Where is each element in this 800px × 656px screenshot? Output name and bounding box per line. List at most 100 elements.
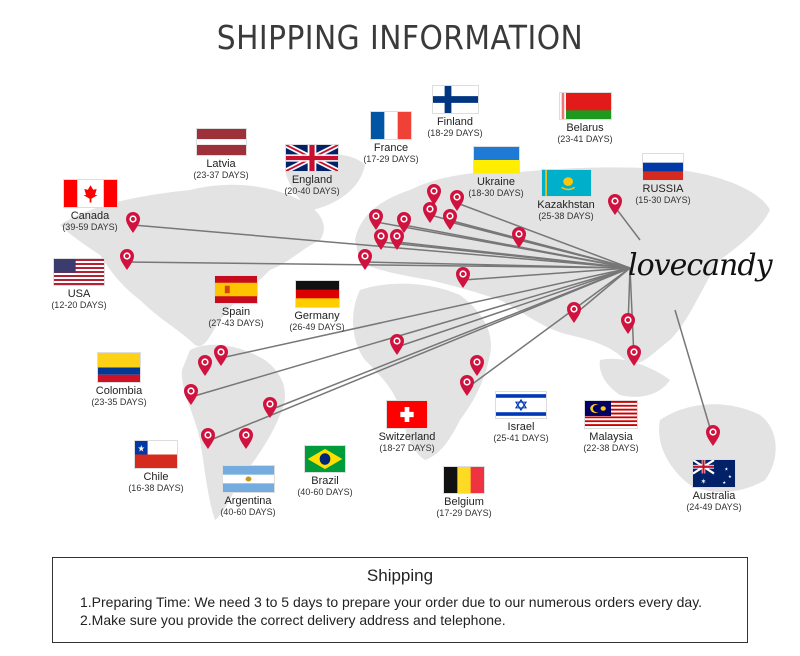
delivery-days: (18-29 DAYS): [427, 128, 483, 138]
map-pin-icon: [427, 184, 441, 205]
spain-flag-icon: [181, 276, 291, 303]
europe-asia: [355, 167, 770, 364]
map-pin-icon: [608, 194, 622, 215]
country-name: USA: [67, 288, 91, 300]
route-line: [126, 261, 631, 269]
country-switzerland: Switzerland (18-27 DAYS): [352, 401, 462, 454]
latvia-flag-icon: [166, 129, 276, 155]
country-name: Colombia: [95, 385, 143, 397]
delivery-days: (27-43 DAYS): [208, 318, 264, 328]
australia-flag-icon: ✶★★★: [659, 460, 769, 487]
delivery-days: (40-60 DAYS): [297, 487, 353, 497]
map-pin-icon: [512, 227, 526, 248]
country-argentina: Argentina (40-60 DAYS): [193, 466, 303, 518]
belgium-flag-icon: [409, 467, 519, 493]
delivery-days: (18-30 DAYS): [468, 188, 524, 198]
page-title: SHIPPING INFORMATION: [216, 18, 584, 57]
france-flag-icon: [336, 112, 446, 139]
delivery-days: (23-41 DAYS): [557, 134, 613, 144]
map-pin-icon: [706, 425, 720, 446]
svg-text:★: ★: [138, 443, 146, 453]
country-name: France: [373, 142, 409, 154]
country-belgium: Belgium (17-29 DAYS): [409, 467, 519, 519]
shipping-notice-title: Shipping: [366, 566, 434, 585]
country-name: Belgium: [444, 496, 484, 508]
country-malaysia: Malaysia (22-38 DAYS): [556, 401, 666, 454]
finland-flag-icon: [400, 86, 510, 113]
delivery-days: (40-60 DAYS): [220, 507, 276, 517]
svg-text:✶: ✶: [701, 477, 707, 486]
israel-flag-icon: [466, 392, 576, 418]
country-australia: ✶★★★ Australia (24-49 DAYS): [659, 460, 769, 513]
delivery-days: (20-40 DAYS): [284, 186, 340, 196]
route-line: [364, 261, 631, 269]
map-pin-icon: [621, 313, 635, 334]
country-name: Belarus: [566, 122, 604, 134]
delivery-days: (17-29 DAYS): [436, 508, 492, 518]
map-pin-icon: [239, 428, 253, 449]
map-pin-icon: [450, 190, 464, 211]
map-pin-icon: [627, 345, 641, 366]
map-pin-icon: [397, 212, 411, 233]
map-pin-icon: [470, 355, 484, 376]
country-spain: Spain (27-43 DAYS): [181, 276, 291, 329]
country-chile: ★ Chile (16-38 DAYS): [101, 441, 211, 494]
country-name: Spain: [221, 306, 251, 318]
svg-text:★: ★: [722, 480, 726, 485]
route-line: [190, 267, 631, 398]
country-name: Brazil: [311, 475, 339, 487]
delivery-days: (39-59 DAYS): [62, 222, 118, 232]
country-name: Israel: [507, 421, 535, 433]
country-germany: Germany (26-49 DAYS): [262, 281, 372, 333]
map-pin-icon: [567, 302, 581, 323]
country-finland: Finland (18-29 DAYS): [400, 86, 510, 139]
shipping-notice-box: Shipping 1.Preparing Time: We need 3 to …: [52, 557, 748, 643]
brand-logo: lovecandy: [628, 248, 773, 283]
map-pin-icon: [201, 428, 215, 449]
argentina-flag-icon: [193, 466, 303, 492]
country-kazakhstan: Kazakhstan (25-38 DAYS): [511, 170, 621, 222]
svg-text:★: ★: [725, 466, 729, 471]
country-brazil: Brazil (40-60 DAYS): [270, 446, 380, 498]
route-line: [573, 267, 631, 316]
delivery-days: (26-49 DAYS): [289, 322, 345, 332]
country-name: Ukraine: [477, 176, 515, 188]
map-pin-icon: [263, 397, 277, 418]
country-name: Chile: [143, 471, 169, 483]
ukraine-flag-icon: [441, 147, 551, 173]
chile-flag-icon: ★: [101, 441, 211, 468]
map-pin-icon: [390, 229, 404, 250]
route-line: [396, 241, 631, 269]
map-pin-icon: [369, 209, 383, 230]
canada-flag-icon: [35, 180, 145, 207]
delivery-days: (23-35 DAYS): [91, 397, 147, 407]
shipping-routes: [126, 202, 714, 442]
kazakhstan-flag-icon: [511, 170, 621, 196]
map-pin-icon: [198, 355, 212, 376]
delivery-days: (18-27 DAYS): [379, 443, 435, 453]
brazil-flag-icon: [270, 446, 380, 472]
country-israel: Israel (25-41 DAYS): [466, 392, 576, 444]
route-line: [518, 239, 631, 269]
location-pins: [120, 184, 720, 449]
map-pin-icon: [120, 249, 134, 270]
route-line: [403, 224, 631, 269]
shipping-notice-line-2: 2.Make sure you provide the correct deli…: [80, 612, 506, 628]
map-pin-icon: [184, 384, 198, 405]
route-line: [396, 267, 631, 348]
country-name: Latvia: [206, 158, 236, 170]
route-line: [456, 202, 631, 269]
malaysia-flag-icon: [556, 401, 666, 428]
south-america: [181, 344, 285, 520]
switzerland-flag-icon: [352, 401, 462, 428]
route-line: [207, 267, 631, 442]
country-france: France (17-29 DAYS): [336, 112, 446, 165]
country-latvia: Latvia (23-37 DAYS): [166, 129, 276, 181]
country-usa: USA (12-20 DAYS): [24, 259, 134, 311]
germany-flag-icon: [262, 281, 372, 307]
delivery-days: (25-38 DAYS): [538, 211, 594, 221]
delivery-days: (15-30 DAYS): [635, 195, 691, 205]
map-pin-icon: [374, 229, 388, 250]
